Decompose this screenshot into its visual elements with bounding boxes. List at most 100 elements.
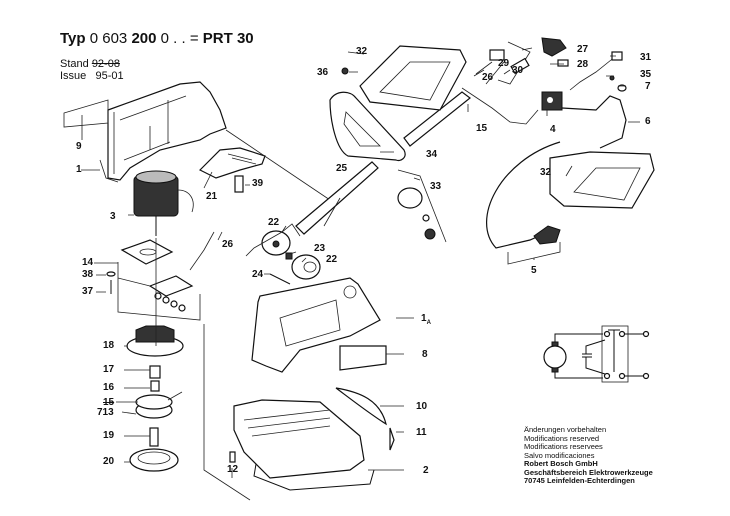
handle <box>329 91 406 162</box>
model-name: PRT 30 <box>202 30 254 47</box>
wiring-schematic <box>543 325 650 383</box>
connector-29 <box>489 49 505 61</box>
shaft-tube <box>295 161 379 235</box>
guard <box>233 399 375 491</box>
part-label-34: 34 <box>426 149 438 160</box>
part-label-22a: 22 <box>268 217 280 228</box>
part-label-16: 16 <box>103 382 115 393</box>
part-label-39: 39 <box>252 178 264 189</box>
part-label-36: 36 <box>317 67 329 78</box>
part-label-26a: 26 <box>222 239 234 250</box>
part-12 <box>229 451 236 463</box>
company-name: Robert Bosch GmbH <box>524 459 598 468</box>
part-label-23: 23 <box>314 243 326 254</box>
part-label-11: 11 <box>416 427 427 438</box>
part-label-32b: 32 <box>540 167 552 178</box>
bracket-14 <box>117 262 201 321</box>
part-label-21: 21 <box>206 191 218 202</box>
part-label-5: 5 <box>531 265 537 276</box>
part-label-1a: 1A <box>421 314 431 328</box>
diagram-title: Typ 0 603 200 0 . . = PRT 30 <box>60 30 254 47</box>
typ-number-b: 200 <box>131 30 157 47</box>
part-label-6: 6 <box>645 116 651 127</box>
part-label-38: 38 <box>82 269 94 280</box>
nut-16 <box>150 380 160 392</box>
switch-27 <box>541 37 567 57</box>
clip-7 <box>617 84 627 92</box>
part-label-32a: 32 <box>356 46 368 57</box>
cutter-11 <box>389 427 395 451</box>
note-line-es: Salvo modificaciones <box>524 450 595 460</box>
clip-33 <box>397 169 447 243</box>
label-plate-9 <box>63 99 109 128</box>
part-label-19: 19 <box>103 430 115 441</box>
part-label-30: 30 <box>512 65 524 76</box>
part-label-26b: 26 <box>482 72 494 83</box>
notes-block: Änderungen vorbehalten Modifications res… <box>524 425 653 486</box>
switch-lever <box>198 147 266 179</box>
typ-number-c: 0 . . = <box>160 30 199 47</box>
motor <box>133 170 194 236</box>
part-label-17: 17 <box>103 364 115 375</box>
part-label-14: 14 <box>82 257 94 268</box>
part-label-31: 31 <box>640 52 652 63</box>
switch-body <box>541 91 563 111</box>
cable-6 <box>561 95 627 149</box>
revision-info: Stand 92-08 Issue 95-01 <box>60 58 124 82</box>
capacitor-30 <box>510 57 530 75</box>
part-label-15-struck: 15 <box>103 397 115 408</box>
issue-value: 95-01 <box>95 70 124 82</box>
handle-cover-upper <box>359 45 467 111</box>
cable-15 <box>461 87 539 125</box>
part-label-1a-suffix: A <box>426 320 431 326</box>
spring-19 <box>149 427 159 447</box>
label-plate-8 <box>339 345 387 371</box>
part-label-10: 10 <box>416 401 428 412</box>
axle-24 <box>269 273 291 285</box>
note-line-fr: Modifications reservees <box>524 442 603 451</box>
typ-label: Typ <box>60 30 86 47</box>
part-label-15: 15 <box>476 123 488 134</box>
part-label-3: 3 <box>110 211 116 222</box>
spring-28 <box>557 59 569 67</box>
brush-holder-assembly <box>148 231 215 312</box>
washer-38 <box>106 271 116 277</box>
cable-31 <box>569 55 617 91</box>
housing-half <box>99 81 227 183</box>
screw-36 <box>341 67 349 75</box>
company-address: 70745 Leinfelden-Echterdingen <box>524 476 635 485</box>
note-line-en: Modifications reserved <box>524 433 600 443</box>
plug-5 <box>533 225 561 245</box>
part-label-8: 8 <box>422 349 428 360</box>
handle-cover-lower <box>549 151 655 209</box>
screw-35 <box>609 75 615 81</box>
part-label-4: 4 <box>550 124 556 135</box>
part-label-7: 7 <box>645 81 651 92</box>
motor-hood <box>251 277 381 373</box>
part-label-24: 24 <box>252 269 264 280</box>
part-label-22b: 22 <box>326 254 338 265</box>
part-label-1a-number: 1 <box>421 313 427 324</box>
note-line-de: Änderungen vorbehalten <box>524 425 607 434</box>
leader-lines <box>81 47 640 478</box>
part-label-33: 33 <box>430 181 442 192</box>
part-label-20: 20 <box>103 456 115 467</box>
spring-39 <box>234 175 244 193</box>
stand-value: 92-08 <box>91 58 120 70</box>
spool-cap <box>129 448 179 472</box>
bracket-plate <box>120 239 174 265</box>
part-label-713: 713 <box>97 407 114 418</box>
power-cord-5 <box>486 141 561 249</box>
part-label-28: 28 <box>577 59 589 70</box>
deflector-10 <box>335 387 387 426</box>
part-label-35: 35 <box>640 69 652 80</box>
part-label-37: 37 <box>82 286 94 297</box>
issue-label: Issue <box>60 70 87 82</box>
spring-17 <box>149 365 161 379</box>
part-label-2: 2 <box>423 465 429 476</box>
part-label-1: 1 <box>76 164 82 175</box>
company-division: Geschäftsbereich Elektrowerkzeuge <box>524 467 653 477</box>
part-label-27: 27 <box>577 44 589 55</box>
line-spool <box>121 391 183 419</box>
